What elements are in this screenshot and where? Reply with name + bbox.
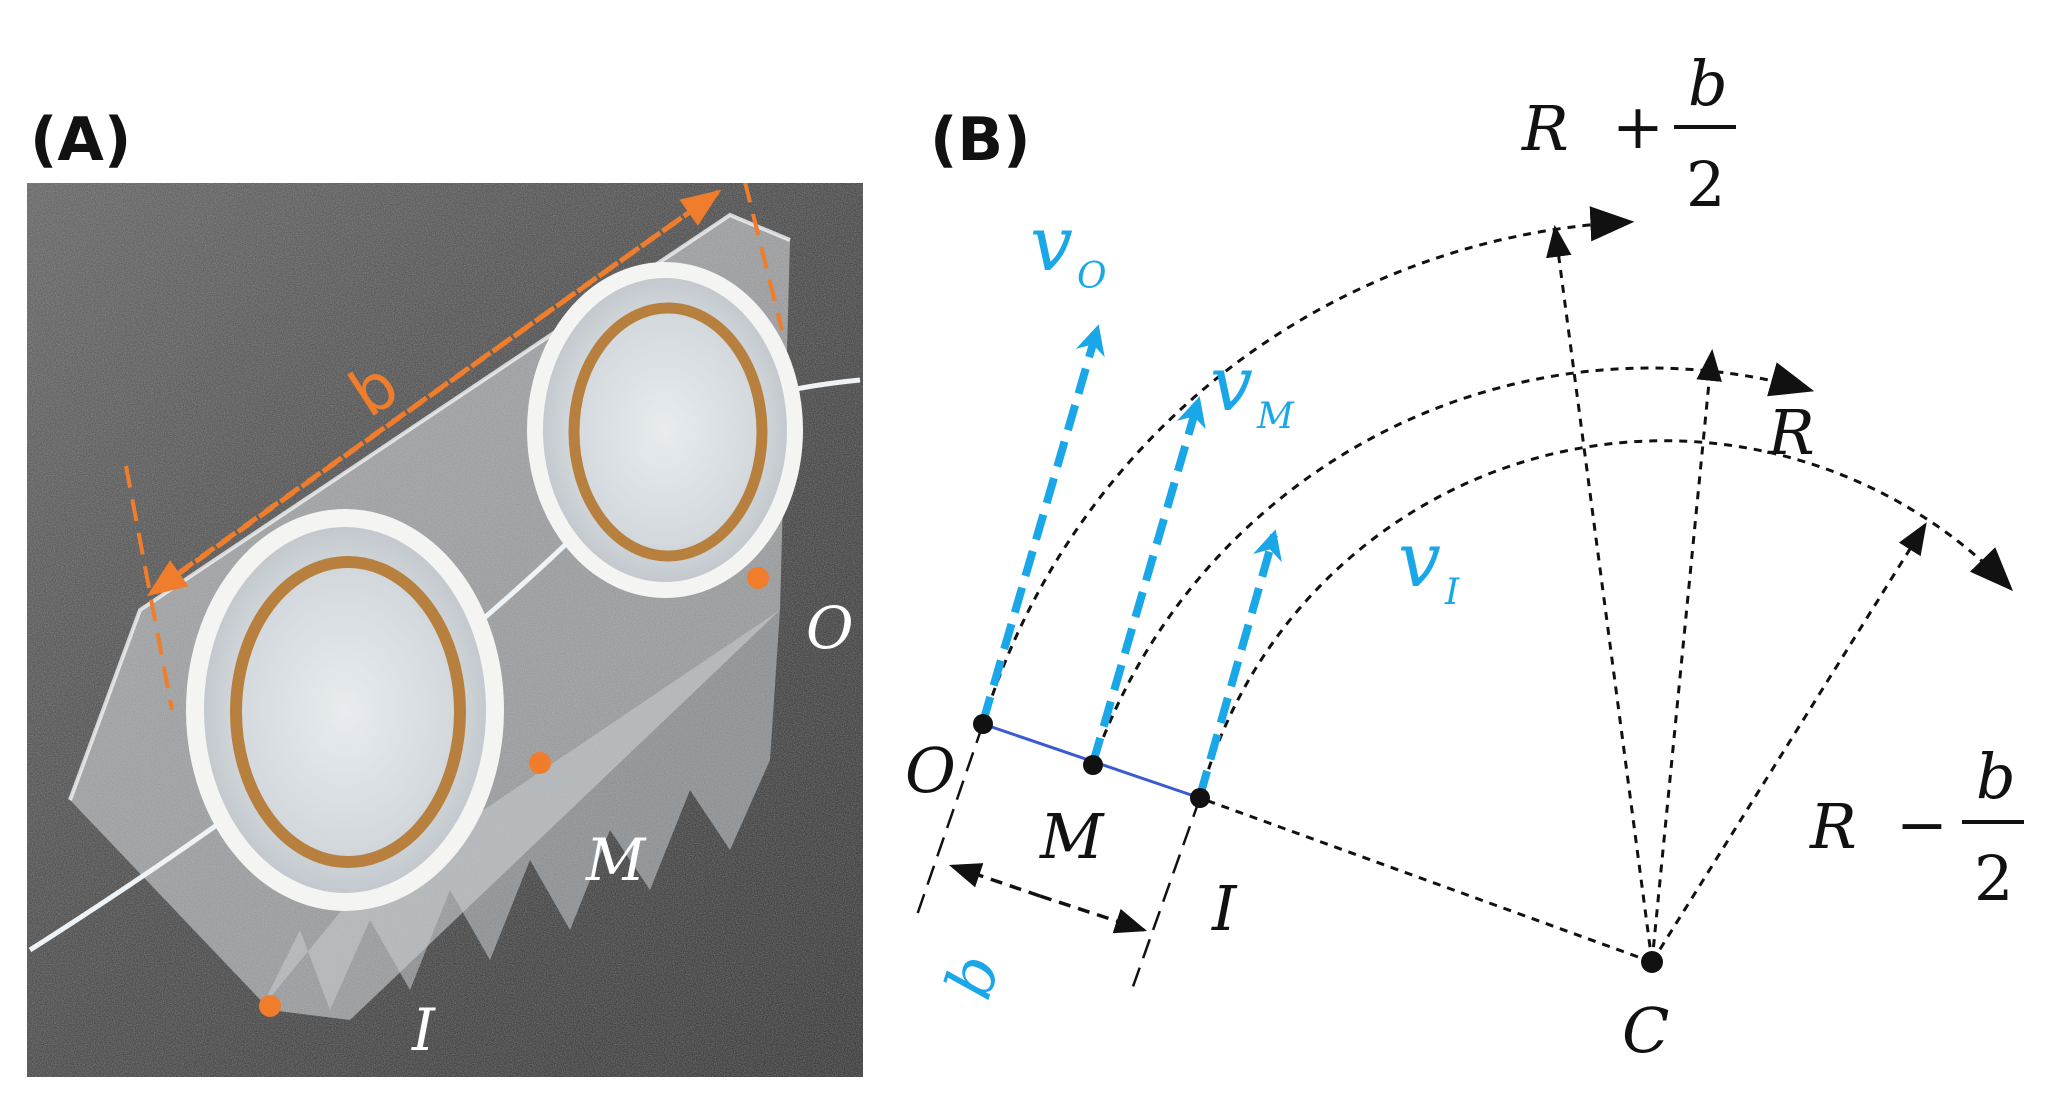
radius-outer-denominator: 2 xyxy=(1686,148,1725,221)
photo-label-inner: I xyxy=(411,996,436,1064)
panel-b-label: (B) xyxy=(930,105,1031,175)
radius-label-outer: R + b 2 xyxy=(1521,47,1736,221)
radius-inner-denominator: 2 xyxy=(1974,842,2013,915)
radius-outer xyxy=(1546,224,1654,963)
left-copper-ring xyxy=(230,556,466,868)
width-ext-right xyxy=(1128,797,1202,996)
radius-outer-numerator: b xyxy=(1688,47,1728,120)
point-inner-label: I xyxy=(1211,872,1238,945)
radius-inner-operator: − xyxy=(1896,788,1948,861)
radius-to-inner-point xyxy=(1199,796,1653,964)
dim-line-right xyxy=(743,183,784,331)
dim-line-left xyxy=(124,465,174,711)
photo-dot-outer xyxy=(747,567,769,589)
arc-middle xyxy=(1091,362,1815,766)
right-disk-rim xyxy=(527,262,803,598)
radius-label-middle: R xyxy=(1767,396,1815,469)
left-disk-rim xyxy=(186,509,504,911)
radius-middle xyxy=(1650,348,1722,963)
point-middle-label: M xyxy=(1039,800,1105,873)
radius-outer-base: R xyxy=(1521,92,1569,165)
sawtooth-legs xyxy=(260,610,780,1010)
velocity-middle xyxy=(1089,396,1206,765)
radius-outer-operator: + xyxy=(1612,90,1664,163)
right-copper-ring xyxy=(568,302,768,562)
point-inner-dot xyxy=(1190,788,1210,808)
point-outer-label: O xyxy=(905,734,956,807)
photo-dot-inner xyxy=(259,995,281,1017)
arc-outer xyxy=(981,206,1635,725)
width-arrow-right xyxy=(1039,894,1148,934)
point-center-dot xyxy=(1641,951,1663,973)
panel-a-label: (A) xyxy=(30,105,131,175)
velocity-inner xyxy=(1196,529,1282,798)
body-edge xyxy=(68,212,791,801)
robot-photo: b O M I xyxy=(27,183,863,1077)
radius-inner-numerator: b xyxy=(1976,740,2016,813)
point-outer-dot xyxy=(973,714,993,734)
radius-label-inner: R − b 2 xyxy=(1809,740,2024,915)
velocity-outer xyxy=(979,324,1105,724)
radius-inner xyxy=(1650,522,1927,963)
photo-dot-middle xyxy=(529,752,551,774)
width-label: b xyxy=(932,946,1015,1008)
point-center-label: C xyxy=(1622,994,1669,1067)
point-middle-dot xyxy=(1083,755,1103,775)
width-ext-left xyxy=(914,723,985,919)
radius-inner-base: R xyxy=(1809,790,1857,863)
width-arrow-left xyxy=(948,863,1041,898)
dim-arrow-left xyxy=(146,189,720,597)
photo-label-outer: O xyxy=(806,594,854,662)
photo-label-middle: M xyxy=(585,826,647,894)
arc-inner xyxy=(1198,439,2014,799)
